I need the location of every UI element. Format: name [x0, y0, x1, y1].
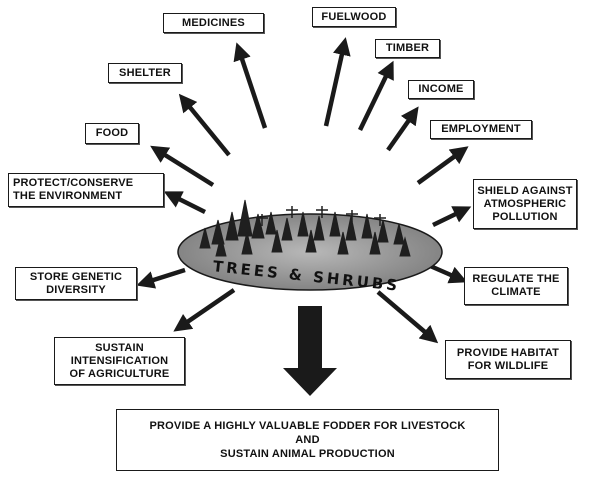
habitat-label-line1: PROVIDE HABITAT: [456, 346, 560, 359]
climate-label-line1: REGULATE THE: [472, 273, 560, 285]
arrow-to-habitat: [376, 290, 439, 344]
arrow-to-employment: [416, 146, 469, 185]
fuelwood-box: FUELWOOD: [312, 7, 396, 27]
arrow-to-food: [150, 145, 215, 187]
climate-label-line2: CLIMATE: [491, 286, 541, 298]
wildlife-habitat-box: PROVIDE HABITAT FOR WILDLIFE: [445, 340, 571, 379]
food-label: FOOD: [95, 127, 129, 139]
income-box: INCOME: [408, 80, 474, 99]
protect-label-line1: PROTECT/CONSERVE: [13, 177, 134, 189]
sustain-label-line3: OF AGRICULTURE: [69, 367, 170, 380]
food-box: FOOD: [85, 123, 139, 144]
shield-label-line1: SHIELD AGAINST: [477, 184, 573, 197]
habitat-label-line2: FOR WILDLIFE: [467, 359, 549, 372]
shelter-label: SHELTER: [119, 66, 171, 79]
main-outcome-line3: SUSTAIN ANIMAL PRODUCTION: [220, 448, 395, 460]
genetic-label-line1: STORE GENETIC: [29, 270, 123, 283]
arrow-to-protect: [163, 191, 207, 215]
main-down-arrow: [283, 306, 337, 396]
genetic-diversity-box: STORE GENETIC DIVERSITY: [15, 267, 137, 300]
arrow-to-genetic: [136, 267, 186, 289]
genetic-label-line2: DIVERSITY: [46, 283, 106, 296]
arrow-to-income: [386, 106, 419, 152]
medicines-label: MEDICINES: [182, 16, 245, 29]
shield-pollution-box: SHIELD AGAINST ATMOSPHERIC POLLUTION: [473, 179, 577, 229]
main-outcome-line2: AND: [295, 434, 320, 446]
shield-label-line3: POLLUTION: [492, 210, 558, 223]
main-outcome-box: PROVIDE A HIGHLY VALUABLE FODDER FOR LIV…: [116, 409, 499, 471]
sustain-agriculture-box: SUSTAIN INTENSIFICATION OF AGRICULTURE: [54, 337, 185, 385]
timber-label: TIMBER: [385, 42, 430, 54]
arrow-to-fuelwood: [323, 37, 351, 127]
fuelwood-label: FUELWOOD: [321, 10, 387, 23]
arrow-to-shelter: [178, 93, 231, 157]
medicines-box: MEDICINES: [163, 13, 264, 33]
vegetation-illustration: [199, 199, 411, 257]
timber-box: TIMBER: [375, 39, 440, 58]
income-label: INCOME: [418, 83, 464, 95]
employment-box: EMPLOYMENT: [430, 120, 532, 139]
main-outcome-line1: PROVIDE A HIGHLY VALUABLE FODDER FOR LIV…: [149, 420, 466, 432]
shield-label-line2: ATMOSPHERIC: [483, 197, 567, 210]
employment-label: EMPLOYMENT: [441, 123, 521, 135]
sustain-label-line1: SUSTAIN: [95, 341, 144, 354]
arrow-to-timber: [357, 60, 394, 131]
sustain-label-line2: INTENSIFICATION: [70, 354, 169, 367]
protect-environment-box: PROTECT/CONSERVE THE ENVIRONMENT: [8, 173, 164, 207]
protect-label-line2: THE ENVIRONMENT: [13, 190, 123, 202]
arrow-to-sustain: [173, 288, 236, 332]
shelter-box: SHELTER: [108, 63, 182, 83]
arrow-to-medicines: [233, 42, 268, 129]
arrow-to-climate: [427, 262, 468, 284]
arrow-to-shield: [432, 206, 472, 228]
regulate-climate-box: REGULATE THE CLIMATE: [464, 267, 568, 305]
